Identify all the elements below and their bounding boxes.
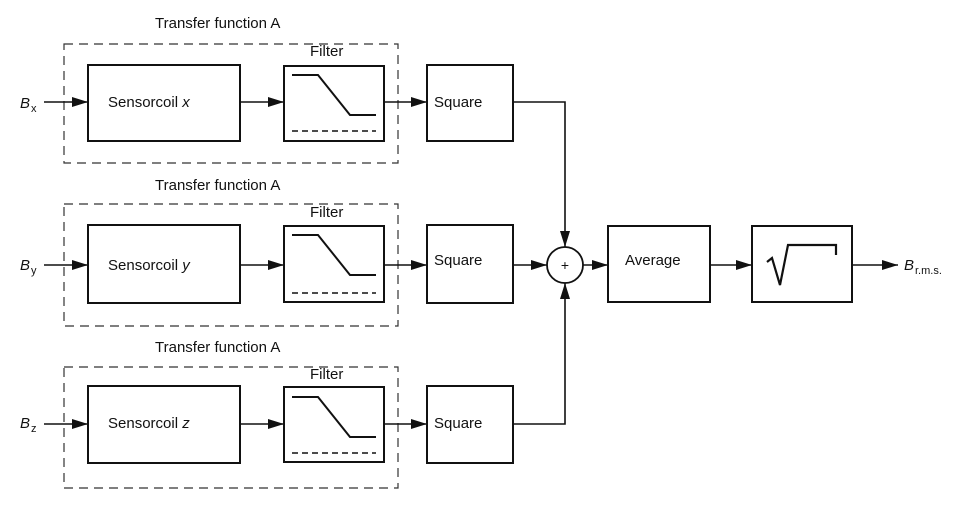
square-label: Square <box>434 252 482 269</box>
square-block <box>426 224 514 304</box>
sqrt-block <box>751 225 853 303</box>
filter-label: Filter <box>310 204 343 221</box>
filter-label: Filter <box>310 366 343 383</box>
sensorcoil-label: Sensorcoil x <box>108 94 190 111</box>
average-label: Average <box>625 252 681 269</box>
input-subscript: z <box>31 423 37 435</box>
sensorcoil-label: Sensorcoil z <box>108 415 190 432</box>
channel-y: Transfer function A B y Sensorcoil y Fil… <box>20 177 547 327</box>
square-label: Square <box>434 94 482 111</box>
input-subscript: x <box>31 103 37 115</box>
input-symbol: B <box>20 257 30 274</box>
average-block <box>607 225 711 303</box>
input-symbol: B <box>20 95 30 112</box>
sensorcoil-block <box>87 385 241 464</box>
transfer-function-group <box>63 366 399 489</box>
filter-label: Filter <box>310 43 343 60</box>
output-symbol: B <box>904 257 914 274</box>
channel-z: Transfer function A B z Sensorcoil z Fil… <box>20 283 570 489</box>
lowpass-response-icon <box>292 396 376 438</box>
transfer-function-group <box>63 43 399 164</box>
sensorcoil-block <box>87 224 241 304</box>
square-block <box>426 385 514 464</box>
plus-icon: + <box>561 257 569 273</box>
lowpass-response-icon <box>292 234 376 276</box>
square-label: Square <box>434 415 482 432</box>
square-block <box>426 64 514 142</box>
summing-junction: + <box>546 246 584 284</box>
output-subscript: r.m.s. <box>915 265 942 277</box>
transfer-function-label: Transfer function A <box>155 15 280 32</box>
sensorcoil-label: Sensorcoil y <box>108 257 191 274</box>
square-root-icon <box>766 243 838 286</box>
filter-block <box>283 225 385 303</box>
filter-block <box>283 386 385 463</box>
filter-block <box>283 65 385 142</box>
input-symbol: B <box>20 415 30 432</box>
lowpass-response-icon <box>292 74 376 116</box>
input-subscript: y <box>31 265 37 277</box>
channel-x: Transfer function A B x Sensorcoil x Fil… <box>20 15 570 247</box>
transfer-function-label: Transfer function A <box>155 177 280 194</box>
square-to-sum-wire <box>513 101 570 247</box>
transfer-function-label: Transfer function A <box>155 339 280 356</box>
square-to-sum-wire <box>513 283 570 425</box>
sensorcoil-block <box>87 64 241 142</box>
